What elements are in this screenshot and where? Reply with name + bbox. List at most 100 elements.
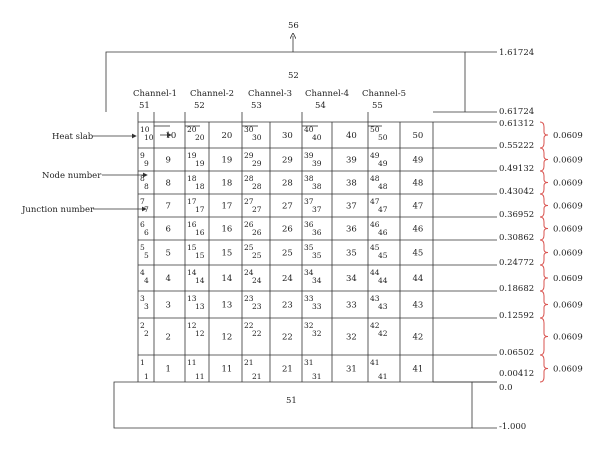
spacing-label: 0.0609 [553, 301, 583, 311]
junction-number: 3 [140, 294, 145, 303]
junction-number: 28 [244, 174, 254, 183]
channel-number-2: 52 [194, 101, 205, 111]
junction-number-sub: 32 [312, 329, 322, 338]
spacing-label: 0.0609 [553, 179, 583, 189]
elevation-label: 0.18682 [499, 284, 534, 294]
junction-number-sub: 40 [312, 133, 322, 142]
junction-number-sub: 48 [378, 182, 388, 191]
junction-number-sub: 7 [144, 205, 149, 214]
junction-number: 50 [370, 125, 380, 134]
junction-number: 26 [244, 220, 254, 229]
junction-number: 2 [140, 321, 145, 330]
node-number: 13 [222, 301, 233, 311]
top-outlet-label: 56 [288, 21, 299, 31]
node-number: 8 [166, 179, 171, 189]
node-number: 4 [166, 274, 171, 284]
junction-number: 14 [187, 268, 197, 277]
junction-number: 47 [370, 197, 380, 206]
spacing-brace [539, 216, 549, 241]
junction-number: 43 [370, 294, 380, 303]
node-number: 5 [166, 249, 171, 259]
node-number: 23 [282, 301, 293, 311]
node-number: 18 [222, 179, 233, 189]
spacing-brace [539, 121, 549, 149]
node-number: 42 [413, 333, 424, 343]
node-number: 49 [413, 156, 424, 166]
elevation-label: 1.61724 [499, 48, 534, 58]
elevation-label: 0.36952 [499, 210, 534, 220]
channel-number-4: 54 [315, 101, 326, 111]
junction-number: 46 [370, 220, 380, 229]
elevation-label: 0.49132 [499, 164, 534, 174]
channel-number-3: 53 [251, 101, 262, 111]
junction-number: 27 [244, 197, 254, 206]
node-number: 15 [222, 249, 233, 259]
junction-number: 12 [187, 321, 197, 330]
junction-number: 9 [140, 151, 145, 160]
junction-number-label: Junction number [21, 205, 95, 215]
node-number: 48 [413, 179, 424, 189]
channel-number-5: 55 [372, 101, 383, 111]
junction-number-sub: 42 [378, 329, 388, 338]
node-number: 32 [346, 333, 357, 343]
node-number: 3 [166, 301, 171, 311]
junction-number: 35 [304, 243, 314, 252]
junction-number-sub: 29 [252, 159, 262, 168]
spacing-braces: 0.06090.06090.06090.06090.06090.06090.06… [539, 121, 583, 383]
spacing-brace [539, 290, 549, 319]
junction-number: 25 [244, 243, 254, 252]
junction-number-sub: 8 [144, 182, 149, 191]
junction-number-sub: 34 [312, 276, 322, 285]
elevation-label: 0.61724 [499, 107, 534, 117]
junction-number: 19 [187, 151, 197, 160]
elevation-label: 0.30862 [499, 233, 534, 243]
spacing-brace [539, 147, 549, 172]
lower-plenum-label: 51 [286, 396, 297, 406]
junction-number: 41 [370, 358, 380, 367]
elevation-label: 0.61312 [499, 119, 534, 129]
junction-number-sub: 24 [252, 276, 262, 285]
node-number: 26 [282, 225, 293, 235]
junction-number: 6 [140, 220, 145, 229]
junction-number: 17 [187, 197, 197, 206]
junction-number: 39 [304, 151, 314, 160]
node-number: 6 [166, 225, 171, 235]
junction-number: 48 [370, 174, 380, 183]
node-number: 24 [282, 274, 293, 284]
spacing-label: 0.0609 [553, 333, 583, 343]
junction-number: 33 [304, 294, 314, 303]
node-number: 12 [222, 333, 233, 343]
junction-number-sub: 15 [195, 251, 205, 260]
node-number: 45 [413, 249, 424, 259]
junction-number-sub: 36 [312, 228, 322, 237]
junction-number-sub: 46 [378, 228, 388, 237]
junction-number-sub: 9 [144, 159, 149, 168]
node-number: 11 [222, 365, 233, 375]
junction-number: 21 [244, 358, 254, 367]
channel-label-2: Channel-2 [190, 89, 234, 99]
junction-number: 45 [370, 243, 380, 252]
junction-number-sub: 1 [144, 372, 149, 381]
spacing-brace [539, 317, 549, 356]
channel-label-3: Channel-3 [248, 89, 292, 99]
junction-number-sub: 33 [312, 302, 322, 311]
node-number: 1 [166, 365, 171, 375]
node-number: 35 [346, 249, 357, 259]
channel-label-4: Channel-4 [305, 89, 349, 99]
spacing-label: 0.0609 [553, 365, 583, 375]
node-number: 10 [166, 131, 177, 141]
spacing-brace [539, 170, 549, 195]
elevation-label: 0.55222 [499, 141, 534, 151]
node-number: 30 [282, 131, 293, 141]
junction-number-sub: 26 [252, 228, 262, 237]
junction-number-sub: 20 [195, 133, 205, 142]
junction-number-sub: 19 [195, 159, 205, 168]
elevation-labels: 1.617240.617240.613120.552220.491320.430… [499, 48, 534, 432]
heat-slab-label: Heat slab [52, 132, 94, 142]
junction-number: 23 [244, 294, 254, 303]
node-number: 9 [166, 156, 171, 166]
channel-number-1: 51 [139, 101, 150, 111]
spacing-brace [539, 239, 549, 266]
junction-number-sub: 17 [195, 205, 205, 214]
